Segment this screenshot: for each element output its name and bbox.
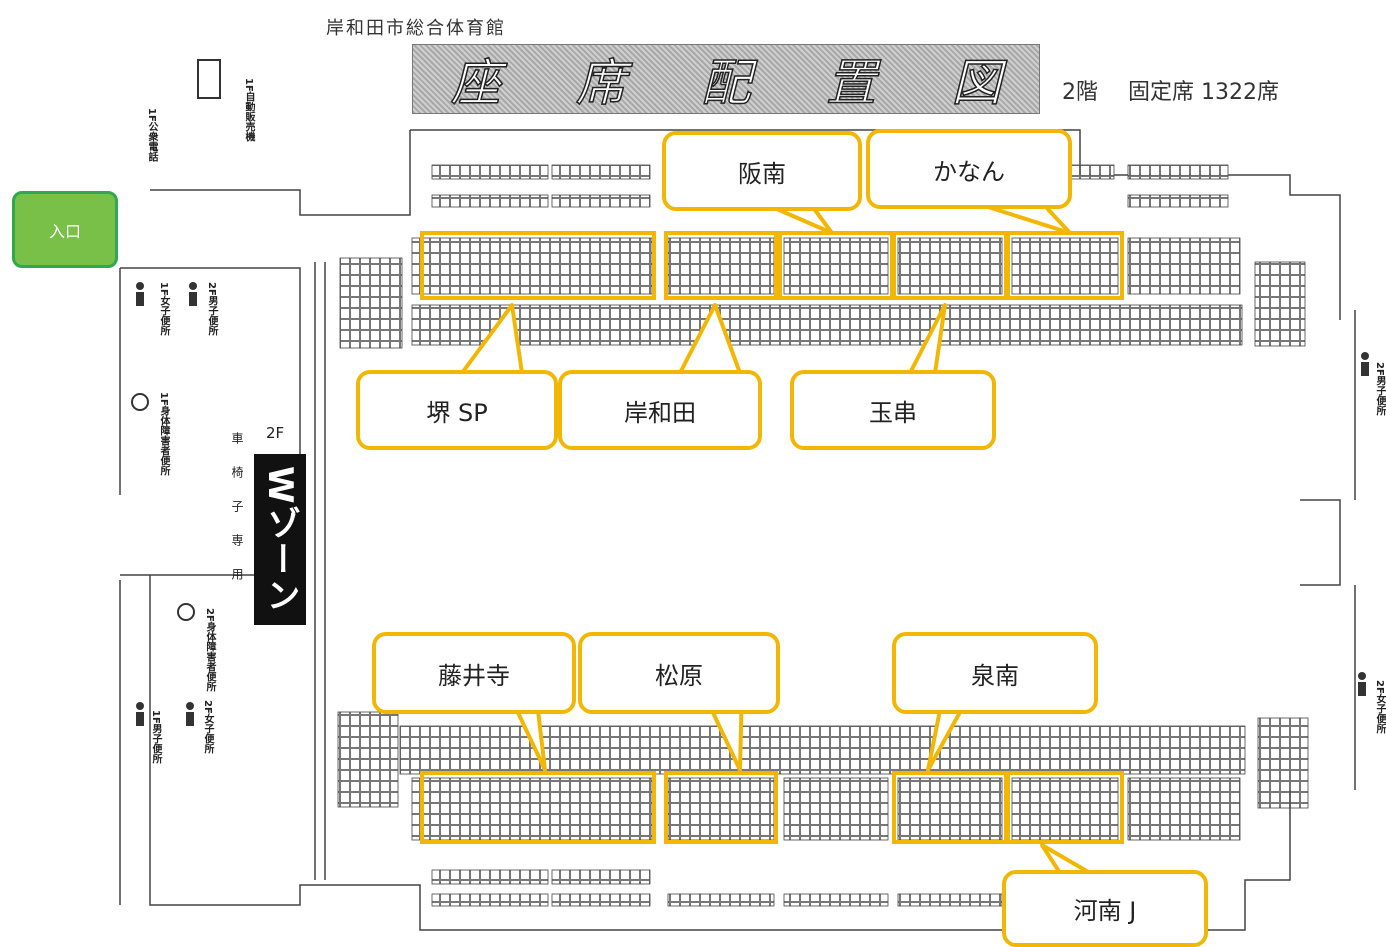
right-women-restroom-label: 2F女子便所 [1374,680,1385,734]
entrance-button[interactable]: 入口 [12,191,118,268]
banner-char: 座 [450,53,502,113]
lower-seating [337,711,1309,907]
w-zone-label: Wゾーン [254,454,306,625]
callout-tamagushi[interactable]: 玉串 [790,370,996,450]
team-areas [420,231,1124,844]
f2-women-restroom-label: 2F女子便所 [202,700,213,754]
wheelchair-floor-label: 2F [266,424,285,442]
f1-women-restroom-label: 1F女子便所 [158,282,169,336]
floor-info: 2階 固定席 1322席 [1062,74,1309,106]
floor-label: 2階 [1062,80,1098,105]
callout-kishiwada[interactable]: 岸和田 [558,370,762,450]
venue-title: 岸和田市総合体育館 [326,18,506,39]
banner-char: 配 [700,53,752,113]
vending-machine-label: 1F自動販売機 [243,78,254,142]
callout-matsubara[interactable]: 松原 [578,632,780,714]
seating-chart-banner: 座 席 配 置 図 [412,44,1040,114]
f1-disabled-restroom-label: 1F身体障害者便所 [158,392,169,476]
banner-char: 図 [951,53,1003,113]
upper-seating [339,164,1306,349]
f1-men-restroom-label: 1F男子便所 [150,710,161,764]
callout-sennan[interactable]: 泉南 [892,632,1098,714]
wheelchair-only-label: 車椅子専用 [230,432,244,602]
f2-disabled-restroom-label: 2F身体障害者便所 [204,608,215,692]
callout-kanan[interactable]: かなん [866,129,1072,209]
banner-char: 席 [575,53,627,113]
banner-char: 置 [825,53,877,113]
capacity-label: 固定席 1322席 [1128,80,1279,105]
callout-sakai-sp[interactable]: 堺 SP [356,370,558,450]
public-phone-label: 1F公衆電話 [146,108,157,162]
callout-fujiidera[interactable]: 藤井寺 [372,632,576,714]
f2-men-restroom-label: 2F男子便所 [206,282,217,336]
callout-kawachinagano-j[interactable]: 河南 J [1002,870,1208,947]
right-men-restroom-label: 2F男子便所 [1374,362,1385,416]
callout-hannan[interactable]: 阪南 [662,131,862,211]
